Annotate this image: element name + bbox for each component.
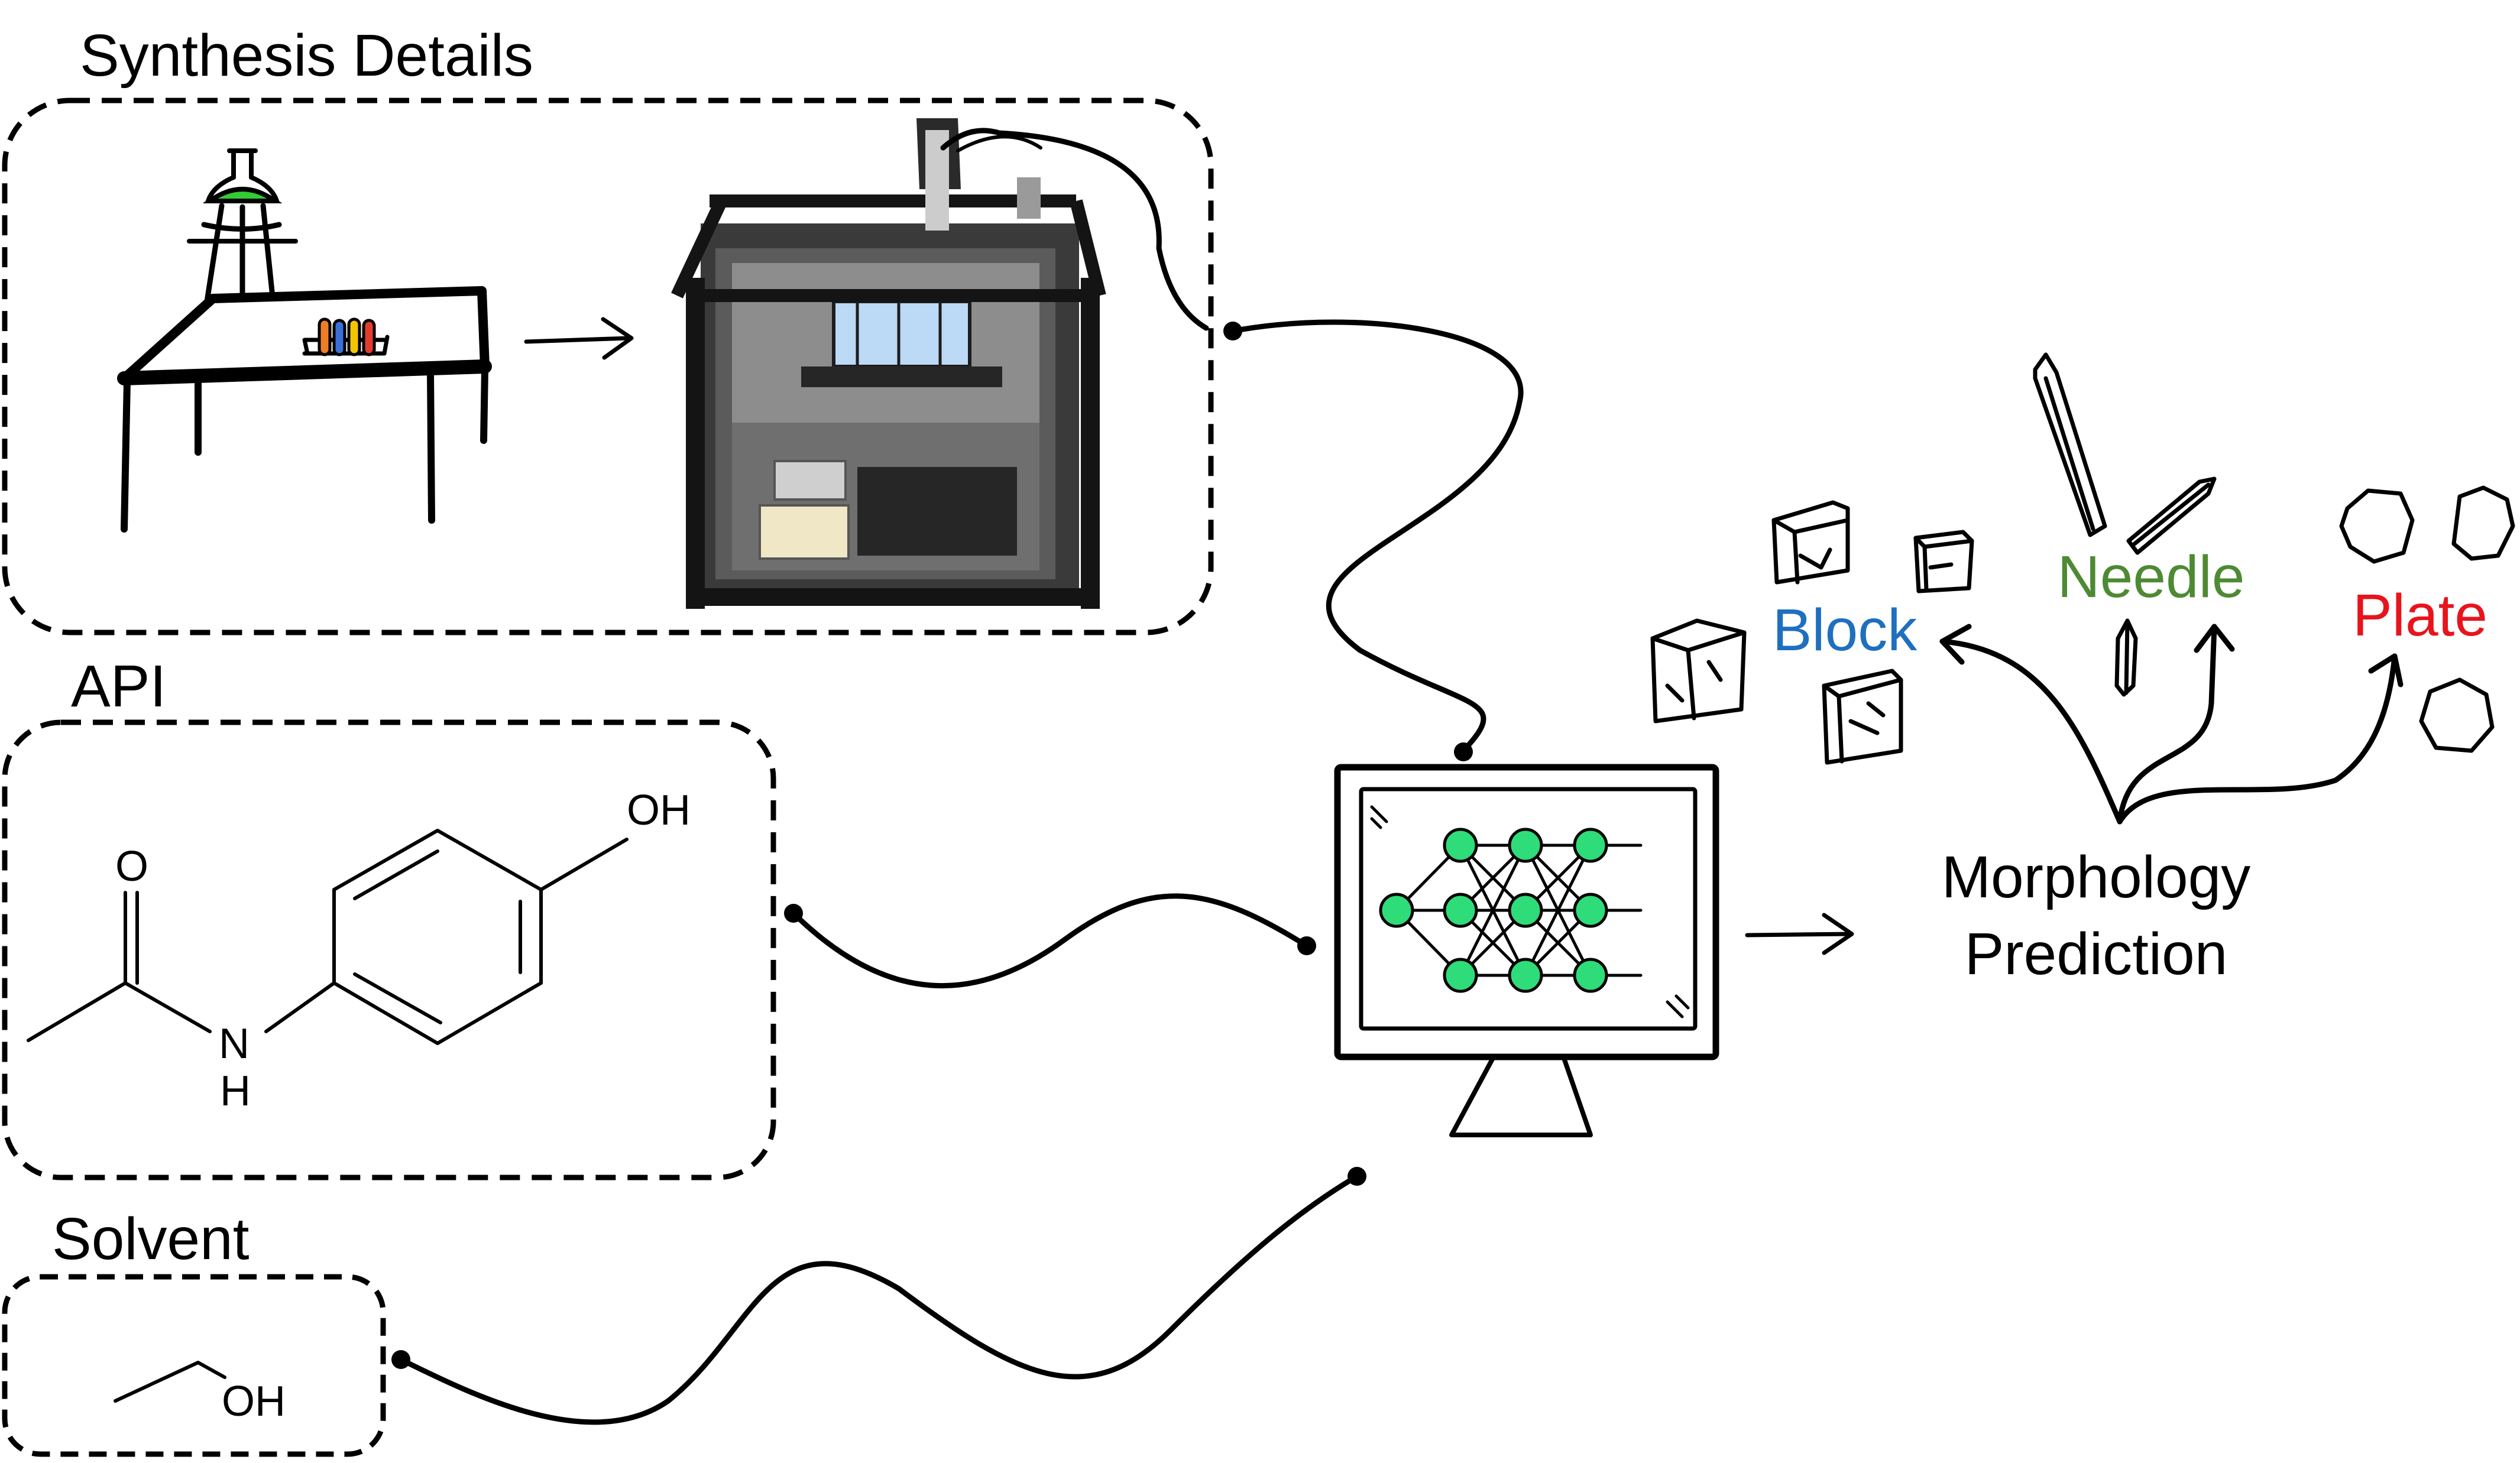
class-label-plate: Plate (2353, 582, 2487, 648)
synthesis-panel-border (2, 98, 1214, 635)
synthesis-panel: Synthesis Details (2, 22, 1214, 635)
monitor-icon (1334, 764, 1719, 1137)
api-atom-n: N (219, 1020, 250, 1068)
synthesis-arrow (524, 317, 634, 360)
prediction-title-line1: Morphology (1942, 844, 2251, 910)
paracetamol-structure: OH O N H (27, 787, 691, 1115)
synthesis-title: Synthesis Details (80, 22, 533, 89)
solvent-title: Solvent (52, 1206, 250, 1272)
prediction-arrow (1745, 913, 1854, 955)
api-atom-oh: OH (627, 787, 691, 834)
neural-network-icon (1379, 828, 1643, 993)
class-label-block: Block (1773, 597, 1918, 663)
connectors (391, 319, 1524, 1425)
lab-robot-photo (671, 118, 1209, 609)
flask-icon (187, 148, 298, 310)
api-atom-o: O (115, 843, 148, 890)
crystal-icon (1650, 500, 1974, 765)
ethanol-structure: OH (114, 1361, 286, 1425)
crystal-icon (2033, 352, 2217, 697)
neurons (1379, 828, 1608, 993)
test-tube-rack-icon (302, 317, 390, 356)
lab-table-icon (117, 286, 492, 533)
solvent-panel: Solvent OH (2, 1206, 386, 1457)
api-atom-h: H (220, 1068, 251, 1115)
flask-liquid (202, 187, 283, 203)
prediction-title-line2: Prediction (1965, 921, 2228, 987)
api-title: API (71, 653, 166, 719)
api-panel: API OH O N H (2, 653, 776, 1180)
api-panel-border (2, 719, 776, 1180)
solvent-panel-border (2, 1274, 386, 1457)
morphology-prediction: Morphology Prediction Block Needle Plate (1650, 352, 2515, 987)
crystal-icon (2339, 485, 2515, 753)
class-label-needle: Needle (2058, 544, 2245, 610)
solvent-atom-oh: OH (222, 1378, 286, 1425)
